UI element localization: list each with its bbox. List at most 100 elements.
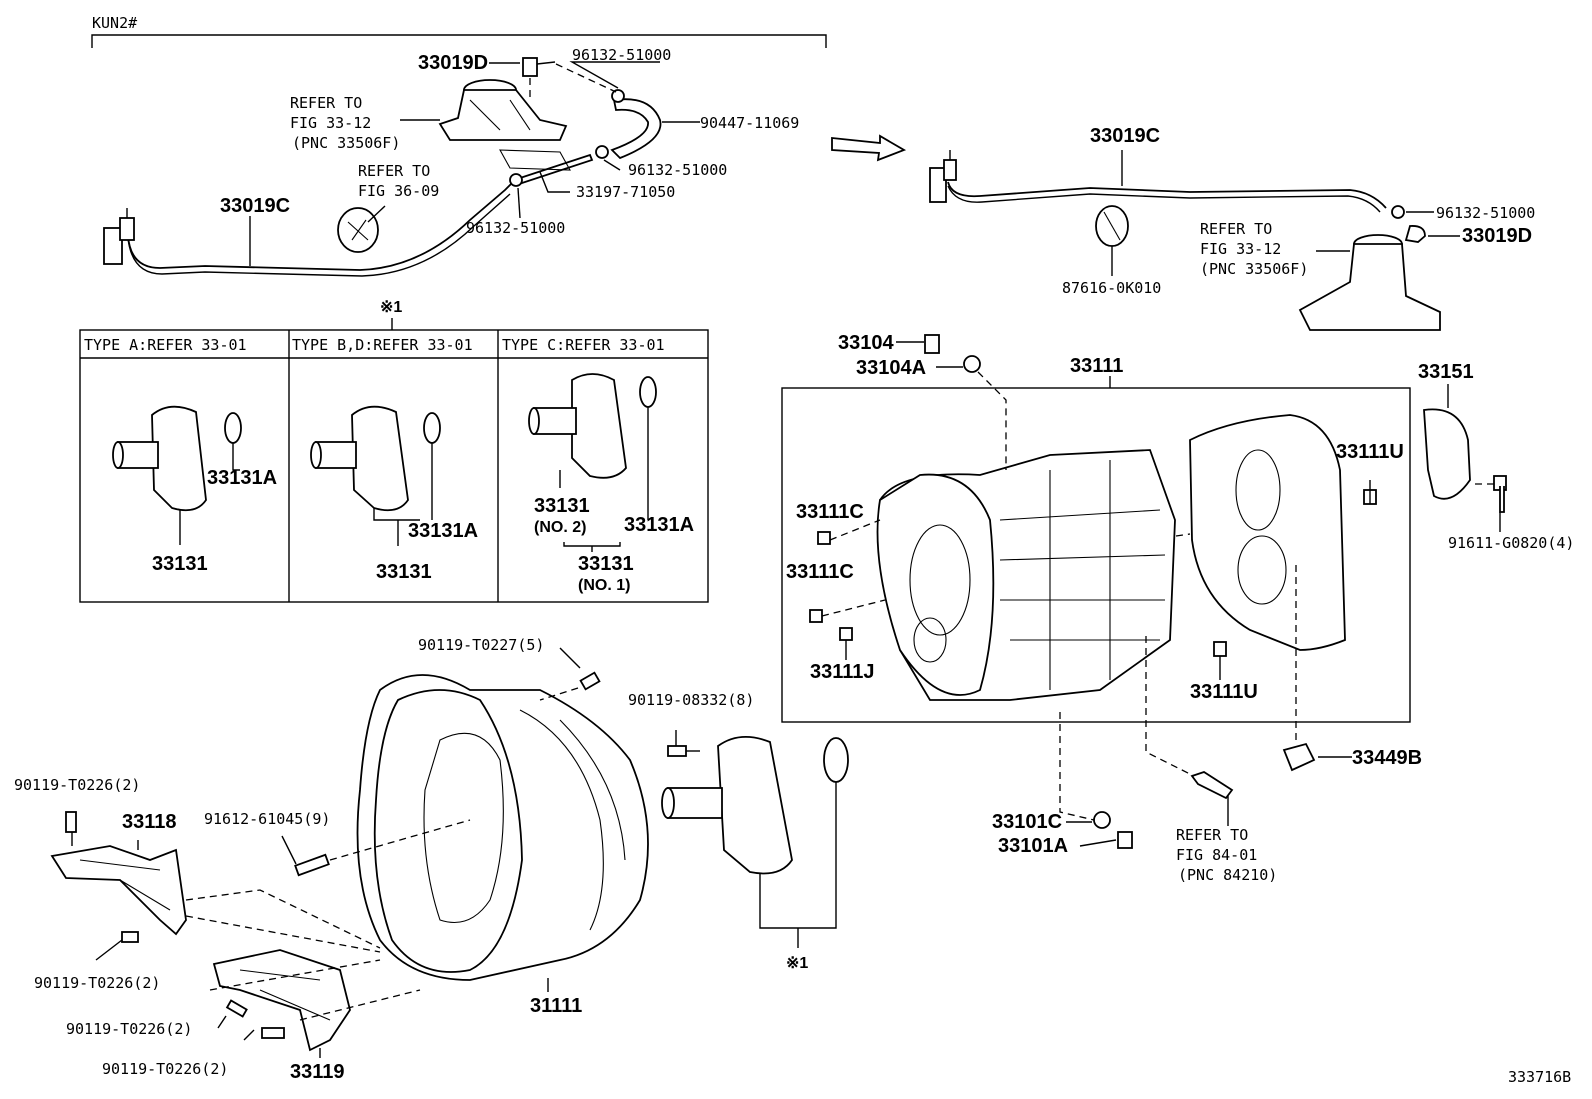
model-bracket <box>91 34 827 48</box>
label-33111C-b: 33111C <box>786 561 854 583</box>
refer-text: (PNC 33506F) <box>292 134 400 152</box>
label-90447: 90447-11069 <box>700 114 799 132</box>
bolt-icon <box>225 999 248 1018</box>
left-breather-group <box>103 57 700 277</box>
note-mark-bottom: ※1 <box>786 955 808 972</box>
cover-type-a <box>112 405 242 545</box>
label-33101A: 33101A <box>998 835 1068 857</box>
right-breather-group <box>929 150 1460 331</box>
label-90119-T0226-b: 90119-T0226(2) <box>34 974 160 992</box>
label-33151: 33151 <box>1418 361 1474 383</box>
extension-housing <box>1189 414 1346 651</box>
label-bd-cover: 33131 <box>376 561 432 583</box>
transmission-case <box>876 449 1176 701</box>
bracket-33118 <box>50 811 187 936</box>
label-33101C: 33101C <box>992 811 1062 833</box>
cap-plug <box>337 207 379 253</box>
label-31111: 31111 <box>530 995 582 1017</box>
label-33111J: 33111J <box>810 661 875 683</box>
sensor-icon <box>1190 771 1234 800</box>
refer-text: REFER TO <box>290 94 362 112</box>
label-96132-c: 96132-51000 <box>466 219 565 237</box>
model-code: KUN2# <box>92 14 137 32</box>
bell-housing <box>356 674 649 981</box>
refer-text: REFER TO <box>1200 220 1272 238</box>
transition-arrow-icon <box>831 134 907 162</box>
note-mark-top: ※1 <box>380 299 402 316</box>
oil-seal <box>423 412 441 444</box>
cover-type-c <box>528 373 657 552</box>
label-c-seal: 33131A <box>624 514 694 536</box>
upper-hose <box>610 98 662 160</box>
rear-seal <box>1423 408 1471 500</box>
pin-icon <box>1213 641 1227 657</box>
label-96132-a: 96132-51000 <box>572 46 671 64</box>
oil-seal <box>823 737 849 783</box>
bolt-icon <box>65 811 77 833</box>
oil-seal <box>224 412 242 444</box>
label-90119-T0227: 90119-T0227(5) <box>418 636 544 654</box>
diagram-id: 333716B <box>1508 1068 1571 1086</box>
clamp-icon <box>1391 205 1405 219</box>
label-c-no1: (NO. 1) <box>578 577 630 594</box>
bolt-icon <box>924 334 940 354</box>
pin-icon <box>839 627 853 641</box>
label-a-seal: 33131A <box>207 467 277 489</box>
label-33449B: 33449B <box>1352 747 1422 769</box>
bolt-icon <box>121 931 139 943</box>
label-33118: 33118 <box>122 811 177 833</box>
label-33019D-right: 33019D <box>1462 225 1532 247</box>
label-c-cover-no2: 33131 <box>534 495 590 517</box>
label-a-cover: 33131 <box>152 553 208 575</box>
label-91611: 91611-G0820(4) <box>1448 534 1574 552</box>
clamp-icon <box>509 173 523 187</box>
type-a-header: TYPE A:REFER 33-01 <box>84 336 247 354</box>
label-bd-seal: 33131A <box>408 520 478 542</box>
label-33019D: 33019D <box>418 52 488 74</box>
label-90119-T0226-d: 90119-T0226(2) <box>102 1060 228 1078</box>
bolt-icon <box>294 853 330 877</box>
clamp-icon <box>611 89 625 103</box>
label-96132-right: 96132-51000 <box>1436 204 1535 222</box>
washer-icon <box>963 355 981 373</box>
label-33111: 33111 <box>1070 355 1123 377</box>
label-33119: 33119 <box>290 1061 345 1083</box>
bracket-33119 <box>212 949 351 1058</box>
label-c-no2: (NO. 2) <box>534 519 586 536</box>
refer-text: FIG 33-12 <box>290 114 371 132</box>
union-fitting <box>522 57 538 77</box>
bolt-icon <box>261 1027 285 1039</box>
pin-icon <box>817 531 831 545</box>
refer-text: FIG 84-01 <box>1176 846 1257 864</box>
breather-hose <box>127 179 516 271</box>
refer-text: REFER TO <box>1176 826 1248 844</box>
label-33111U-b: 33111U <box>1190 681 1258 703</box>
vent-plug <box>103 227 123 265</box>
label-96132-b: 96132-51000 <box>628 161 727 179</box>
bolt-icon <box>667 745 687 757</box>
label-33111U-a: 33111U <box>1336 441 1404 463</box>
label-33197: 33197-71050 <box>576 183 675 201</box>
pin-icon <box>809 609 823 623</box>
type-c-header: TYPE C:REFER 33-01 <box>502 336 665 354</box>
clamp-icon <box>595 145 609 159</box>
refer-text: REFER TO <box>358 162 430 180</box>
type-table <box>79 329 709 603</box>
label-33111C-a: 33111C <box>796 501 864 523</box>
refer-text: FIG 36-09 <box>358 182 439 200</box>
label-90119-T0226-c: 90119-T0226(2) <box>66 1020 192 1038</box>
lever-retainer <box>1298 243 1441 331</box>
type-bd-header: TYPE B,D:REFER 33-01 <box>292 336 473 354</box>
label-c-cover-no1: 33131 <box>578 553 634 575</box>
oil-seal <box>639 376 657 408</box>
label-33104: 33104 <box>838 332 894 354</box>
bolt-icon <box>579 671 601 691</box>
gasket-icon <box>1093 811 1111 829</box>
label-90119-T0226-a: 90119-T0226(2) <box>14 776 140 794</box>
cover-type-bd <box>310 405 441 546</box>
refer-text: (PNC 33506F) <box>1200 260 1308 278</box>
label-33104A: 33104A <box>856 357 926 379</box>
label-91612: 91612-61045(9) <box>204 810 330 828</box>
plug-icon <box>1282 742 1316 772</box>
